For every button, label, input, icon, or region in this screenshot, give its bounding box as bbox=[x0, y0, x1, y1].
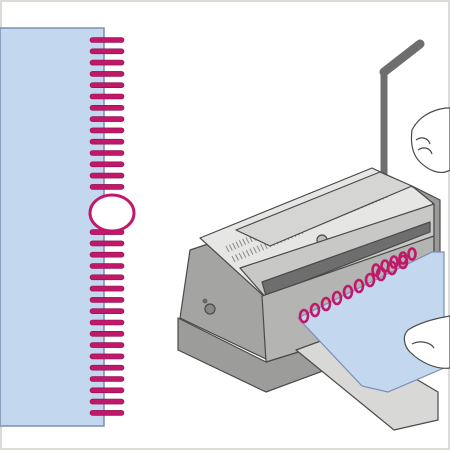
sheet-wire-loop bbox=[309, 302, 321, 318]
machine-wire-loop bbox=[380, 259, 390, 273]
wire-loop bbox=[89, 297, 125, 303]
sheet-wire-loop bbox=[320, 296, 332, 312]
wire-coil bbox=[89, 37, 125, 416]
comb-tooth bbox=[249, 248, 254, 255]
lower-hand bbox=[403, 315, 450, 369]
sheet-wire-loop bbox=[298, 308, 310, 324]
wire-loop bbox=[89, 251, 125, 258]
wire-loop bbox=[89, 59, 125, 66]
sheet-wire-loop bbox=[397, 254, 409, 270]
machine-wire-loop bbox=[398, 251, 408, 265]
wire-loop bbox=[89, 116, 125, 122]
wire-loop bbox=[89, 127, 125, 134]
wire-loop bbox=[89, 387, 125, 394]
comb-tooth bbox=[256, 245, 261, 252]
wire-loop bbox=[89, 274, 125, 281]
wire-loop bbox=[89, 364, 125, 371]
machine-slot bbox=[261, 221, 431, 297]
open-wire-loop bbox=[88, 193, 136, 233]
wire-loop bbox=[89, 93, 125, 100]
bound-sheet-panel bbox=[0, 27, 136, 427]
wire-loop bbox=[89, 319, 125, 326]
sheet-wire-loop bbox=[342, 284, 354, 300]
upper-hand bbox=[410, 107, 450, 174]
wire-loop bbox=[89, 161, 125, 168]
wire-loop bbox=[89, 398, 125, 405]
comb-tooth bbox=[231, 255, 236, 263]
wire-loop bbox=[89, 172, 125, 179]
wire-loop bbox=[89, 410, 125, 416]
comb-tooth bbox=[245, 237, 250, 244]
wire-loop bbox=[89, 71, 125, 77]
wire-loop bbox=[89, 184, 125, 190]
inserted-sheet-group bbox=[297, 247, 445, 393]
wire-loop bbox=[89, 285, 125, 292]
machine-wire-loop bbox=[407, 247, 417, 261]
wire-loop bbox=[89, 376, 125, 382]
sheet-wire-loop bbox=[364, 272, 376, 288]
wire-loop bbox=[89, 308, 125, 315]
comb-tooth bbox=[232, 242, 237, 250]
wire-loop bbox=[89, 263, 125, 269]
wire-loop bbox=[89, 82, 125, 88]
machine-wire-loop bbox=[389, 255, 399, 269]
comb-tooth bbox=[235, 241, 240, 248]
comb-tooth bbox=[253, 246, 257, 254]
comb-tooth bbox=[260, 243, 265, 251]
wire-loop bbox=[89, 150, 125, 156]
wire-loop bbox=[89, 105, 125, 111]
wire-loop bbox=[89, 330, 125, 337]
handle-lever-icon bbox=[379, 39, 425, 180]
comb-tooth bbox=[242, 238, 247, 246]
bound-sheet bbox=[0, 27, 105, 427]
wire-loop bbox=[89, 353, 125, 360]
comb-tooth bbox=[238, 240, 243, 247]
comb-tooth bbox=[245, 249, 250, 257]
wire-loop bbox=[89, 37, 125, 43]
comb-tooth bbox=[242, 251, 247, 258]
comb-tooth bbox=[235, 254, 240, 261]
side-knob bbox=[204, 303, 216, 315]
comb-tooth bbox=[228, 244, 233, 251]
inserted-sheet-wire bbox=[298, 247, 417, 324]
wire-loop bbox=[89, 48, 125, 55]
sheet-wire-loop bbox=[331, 290, 343, 306]
wire-loop bbox=[89, 240, 125, 247]
comb-tooth bbox=[225, 245, 230, 253]
comb-tooth bbox=[238, 252, 243, 260]
wire-loop bbox=[89, 138, 125, 145]
hand-icon bbox=[403, 107, 450, 369]
wire-loop bbox=[89, 342, 125, 348]
sheet-wire-loop bbox=[353, 278, 365, 294]
machine-wire-loop bbox=[371, 263, 381, 277]
